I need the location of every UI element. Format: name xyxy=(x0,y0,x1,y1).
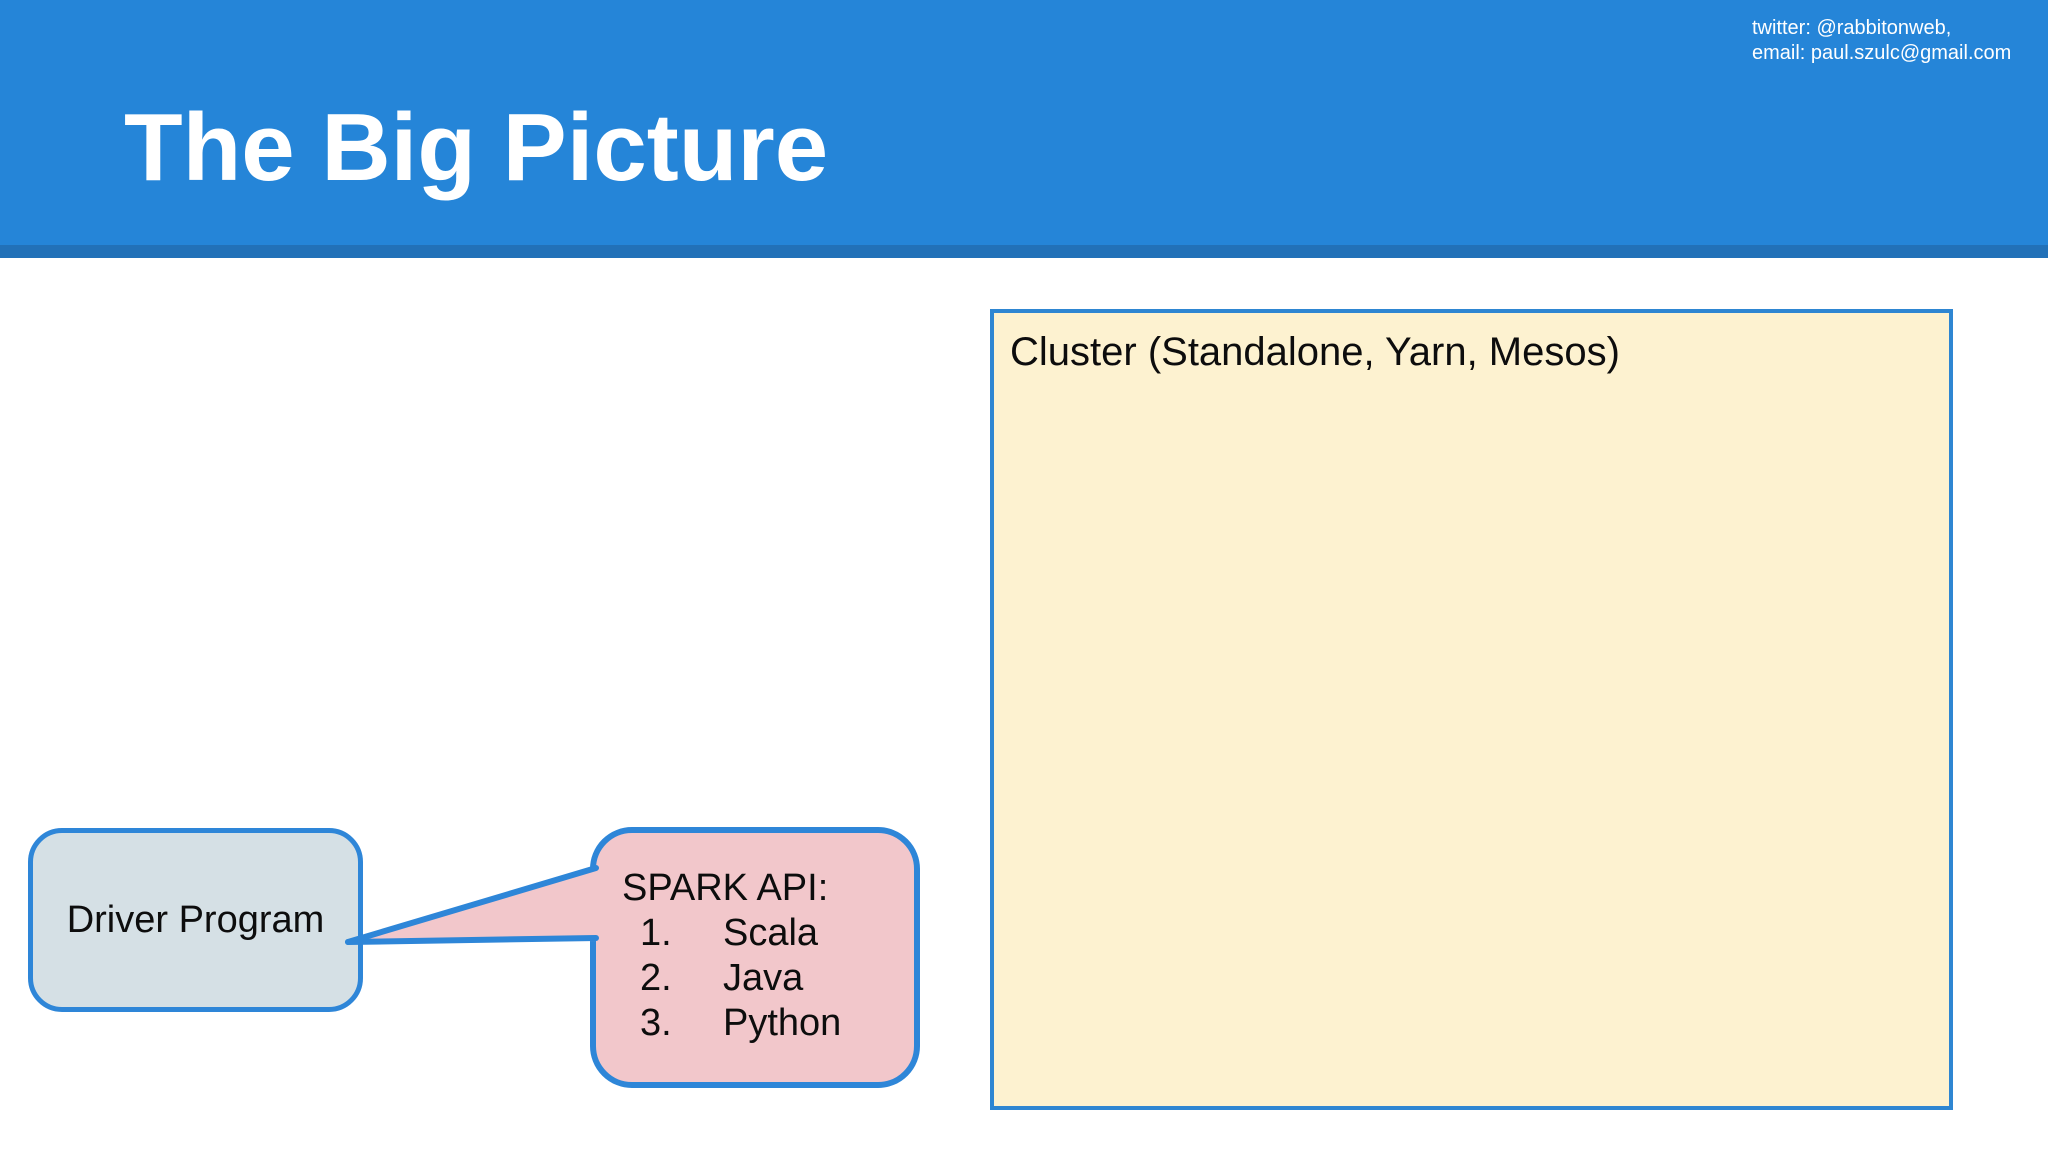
cluster-box: Cluster (Standalone, Yarn, Mesos) xyxy=(990,309,1953,1110)
callout-tail-fill xyxy=(348,864,602,942)
header-accent-strip xyxy=(0,245,2048,258)
driver-program-label: Driver Program xyxy=(66,898,325,941)
spark-api-item-scala: 1. Scala xyxy=(596,911,914,956)
spark-api-callout: SPARK API: 1. Scala 2. Java 3. Python xyxy=(590,827,920,1088)
item-number: 2. xyxy=(640,957,672,999)
contact-twitter: twitter: @rabbitonweb, xyxy=(1752,17,1952,39)
driver-program-box: Driver Program xyxy=(28,828,363,1012)
item-number: 3. xyxy=(640,1002,672,1044)
contact-email: email: paul.szulc@gmail.com xyxy=(1752,42,2012,64)
contact-info: twitter: @rabbitonweb, email: paul.szulc… xyxy=(1752,16,2011,66)
cluster-box-label: Cluster (Standalone, Yarn, Mesos) xyxy=(1010,330,1620,374)
spark-api-title: SPARK API: xyxy=(622,867,829,909)
item-label: Python xyxy=(723,1002,842,1044)
callout-tail-lower-edge xyxy=(345,935,599,945)
page-title: The Big Picture xyxy=(124,94,829,201)
header-bar: The Big Picture twitter: @rabbitonweb, e… xyxy=(0,0,2048,245)
callout-tail-upper-edge xyxy=(345,865,599,945)
item-number: 1. xyxy=(640,912,672,954)
item-label: Java xyxy=(723,957,804,999)
spark-api-item-python: 3. Python xyxy=(596,1001,914,1046)
item-label: Scala xyxy=(723,912,819,954)
spark-api-item-java: 2. Java xyxy=(596,956,914,1001)
